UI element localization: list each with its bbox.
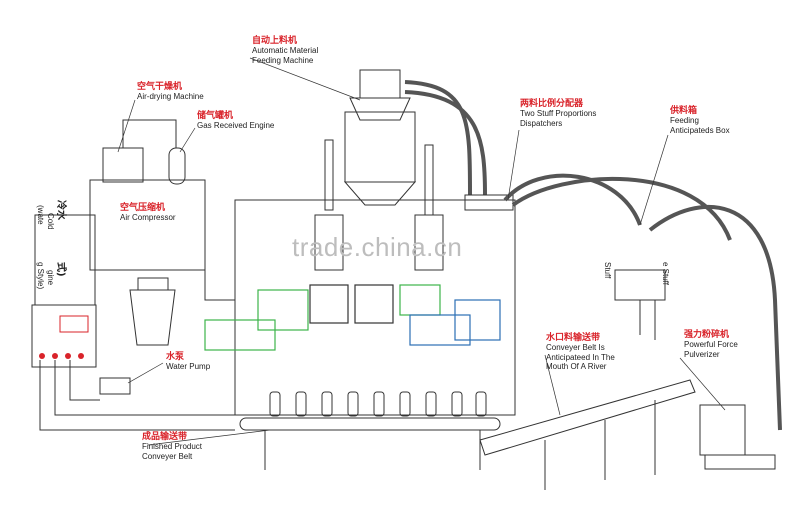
stuff-right-label: e Stuff	[661, 262, 670, 285]
gas-received-label: 储气罐机 Gas Received Engine	[197, 111, 275, 131]
conveyer-river-label: 水口料输送带 Conveyer Belt Is Anticipateed In …	[546, 333, 615, 371]
gas-tank	[168, 147, 186, 185]
river-conveyor	[479, 379, 696, 456]
cold-water-cn2: 式)	[55, 262, 66, 277]
feeding-box-label: 供料箱 Feeding Anticipateds Box	[670, 106, 730, 135]
cold-water-v1: Cold	[46, 213, 55, 230]
control-display	[59, 315, 89, 333]
water-pump	[99, 377, 131, 395]
cold-water-v3: gine	[46, 270, 55, 286]
water-pump-label: 水泵 Water Pump	[166, 352, 211, 372]
compressor-frame	[89, 179, 206, 271]
stuff-left-label: Stuff	[603, 262, 612, 279]
watermark: trade.china.cn	[292, 232, 463, 262]
cold-water-v2: (wate	[36, 205, 45, 225]
finished-conveyor	[239, 417, 501, 431]
dispatchers-label: 两料比例分配器 Two Stuff Proportions Dispatcher…	[520, 99, 597, 128]
pulverizer-label: 强力粉碎机 Powerful Force Pulverizer	[684, 330, 738, 359]
air-dryer-box	[102, 147, 144, 183]
feeding-machine-label: 自动上料机 Automatic Material Feeding Machine	[252, 36, 319, 65]
finished-belt-label: 成品输送带 Finished Product Conveyer Belt	[142, 432, 203, 461]
cooling-tower	[129, 289, 176, 346]
cold-water-v4: g Style)	[36, 262, 45, 290]
air-compressor-label: 空气压缩机 Air Compressor	[120, 203, 176, 223]
cold-water-cn: 冷水	[55, 200, 66, 220]
air-drying-label: 空气干燥机 Air-drying Machine	[137, 82, 204, 102]
